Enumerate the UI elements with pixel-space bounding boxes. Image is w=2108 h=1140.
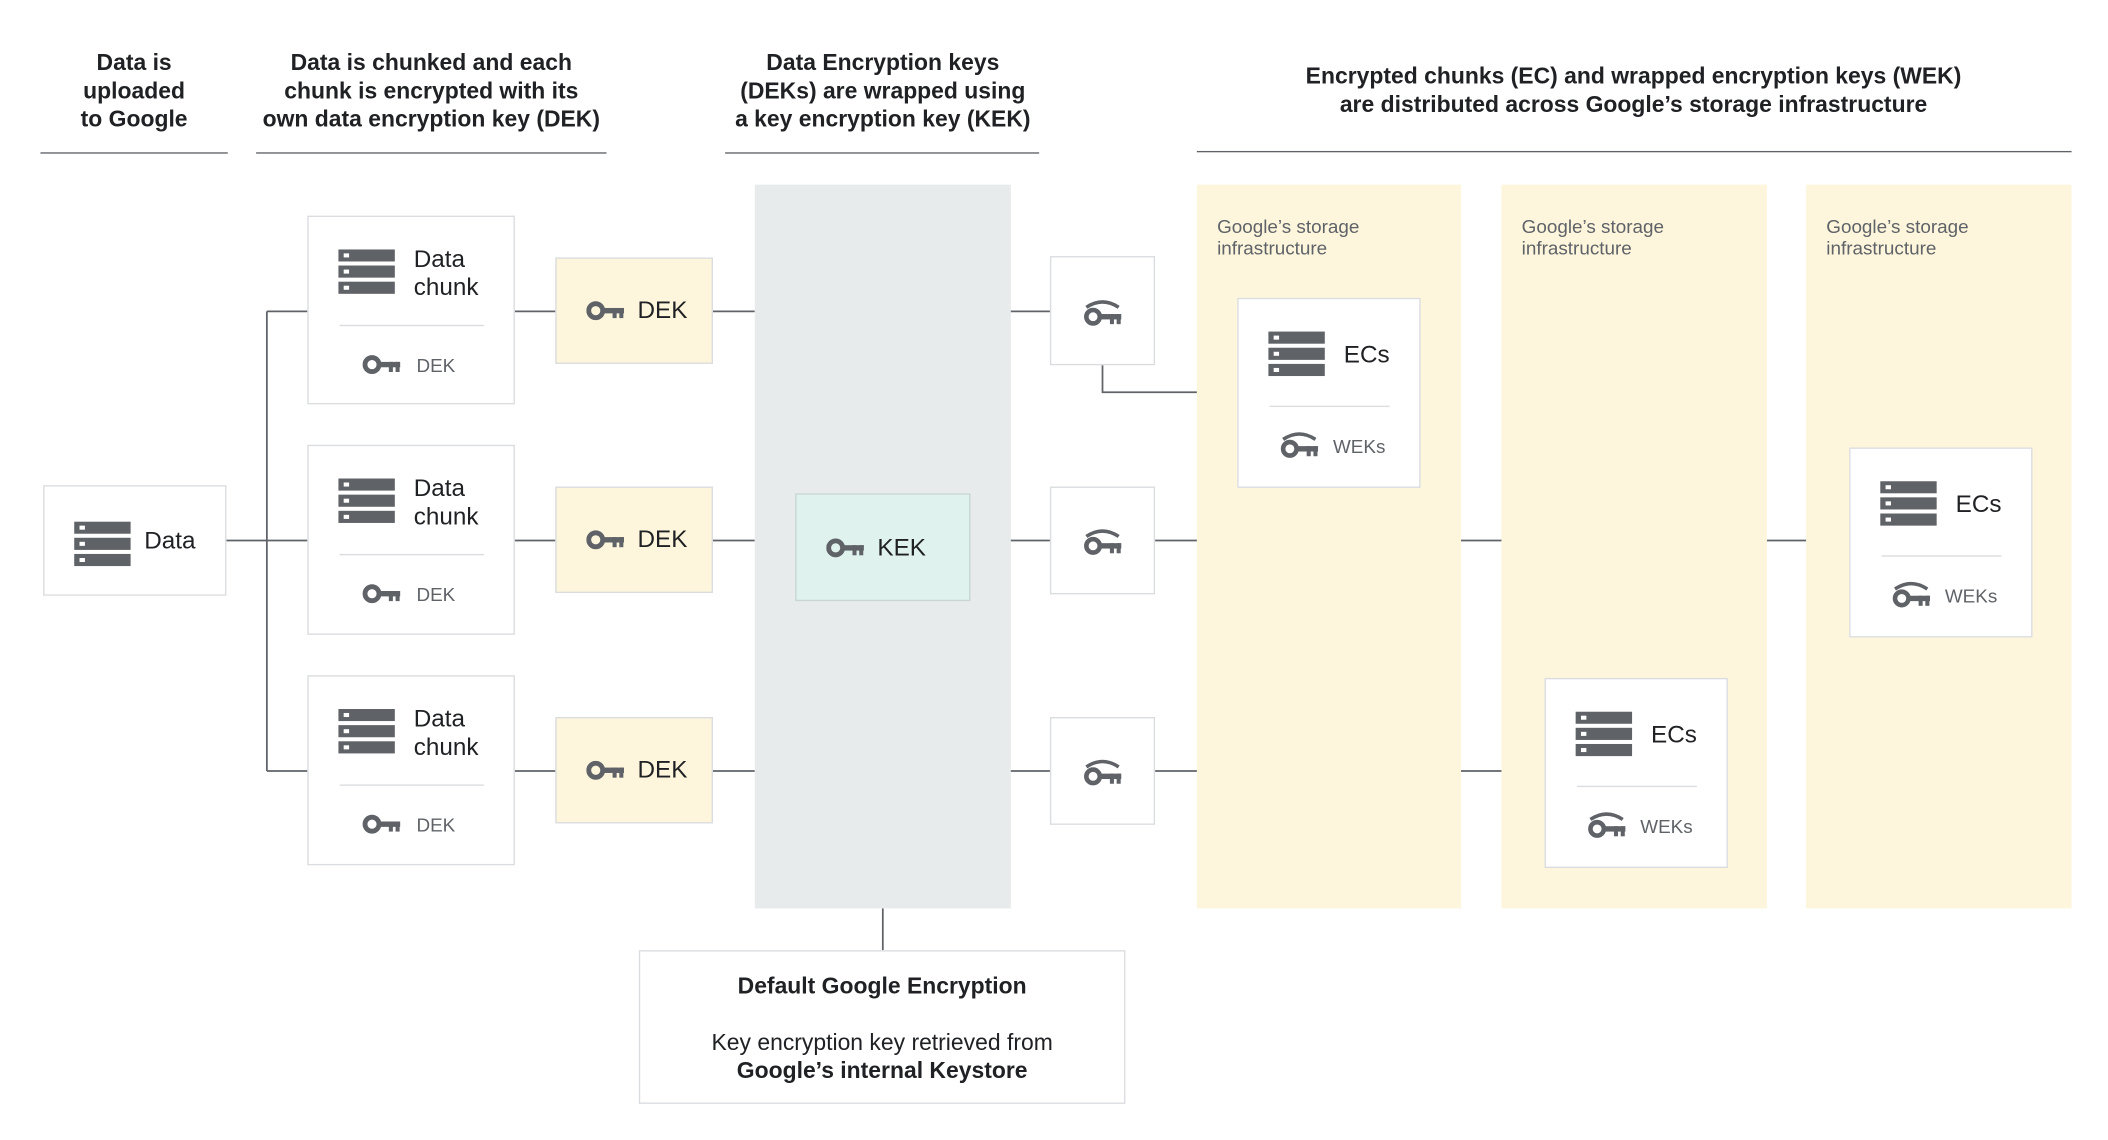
key-icon (586, 760, 625, 780)
key-icon (586, 530, 625, 550)
ec-key-label: WEKs (1944, 584, 1998, 607)
header-chunked: Data is chunked and each chunk is encryp… (262, 49, 600, 133)
key-icon (362, 354, 401, 375)
header-chunked-rule (256, 152, 607, 154)
ec-box-2: ECs WEKs (1849, 447, 2033, 638)
ec-label: ECs (1651, 721, 1697, 749)
default-encryption-title: Default Google Encryption (737, 973, 1027, 999)
ec-divider (1269, 405, 1390, 408)
wek1-to-ec1-arrow (1101, 363, 1237, 400)
chunk-divider (339, 324, 484, 327)
chunk-label: Data chunk (413, 245, 479, 301)
chunk-box-3: Data chunk DEK (307, 675, 515, 866)
key-icon (362, 814, 401, 834)
header-upload: Data is uploaded to Google (80, 49, 188, 133)
database-icon (74, 521, 131, 568)
default-encryption-line2: Google’s internal Keystore (736, 1058, 1028, 1084)
wrapped-key-box-3 (1049, 717, 1156, 825)
ec-label: ECs (1343, 340, 1390, 368)
database-icon (1575, 711, 1633, 758)
storage-column-label: Google’s storage infrastructure (1217, 215, 1360, 259)
database-icon (1268, 331, 1325, 378)
data-box: Data (43, 485, 227, 596)
database-icon (338, 478, 395, 524)
dek-label: DEK (637, 756, 688, 784)
chunk-key-label: DEK (416, 583, 456, 606)
wrapped-key-icon (1084, 298, 1122, 328)
ec-key-label: WEKs (1640, 815, 1693, 837)
storage-column-label: Google’s storage infrastructure (1826, 215, 1969, 259)
wrapped-key-box-1 (1049, 256, 1156, 366)
dek-box-2: DEK (555, 486, 713, 594)
chunk-box-1: Data chunk DEK (307, 215, 515, 405)
wrapped-key-box-2 (1049, 486, 1156, 595)
chunk-key-label: DEK (416, 814, 456, 836)
kek-box: KEK (795, 493, 971, 602)
chunk-label: Data chunk (413, 474, 479, 530)
ec-key-label: WEKs (1332, 435, 1386, 457)
ec-divider (1881, 555, 2002, 557)
default-encryption-box: Default Google Encryption Key encryption… (638, 950, 1126, 1104)
wrapped-key-icon (1892, 580, 1931, 610)
header-wrapped-rule (725, 152, 1040, 154)
dek-box-1: DEK (555, 257, 713, 364)
header-wrapped: Data Encryption keys (DEKs) are wrapped … (735, 49, 1031, 133)
wrapped-key-icon (1084, 757, 1122, 787)
key-icon (362, 584, 401, 604)
chunk-divider (339, 784, 484, 786)
dek-label: DEK (637, 296, 688, 324)
chunk-box-2: Data chunk DEK (307, 444, 515, 635)
default-encryption-line1: Key encryption key retrieved from (711, 1029, 1053, 1056)
storage-column-1: Google’s storage infrastructure (1196, 184, 1462, 909)
database-icon (338, 708, 395, 755)
key-icon (586, 301, 625, 321)
header-upload-rule (40, 152, 228, 154)
ec-label: ECs (1955, 490, 2002, 518)
database-icon (1880, 481, 1937, 527)
kek-label: KEK (877, 533, 926, 561)
chunk-key-label: DEK (416, 354, 456, 377)
wrapped-key-icon (1588, 810, 1626, 840)
chunk-label: Data chunk (413, 704, 479, 761)
storage-column-label: Google’s storage infrastructure (1521, 215, 1664, 259)
header-distributed: Encrypted chunks (EC) and wrapped encryp… (1305, 63, 1962, 118)
ec-box-1: ECs WEKs (1237, 297, 1421, 488)
chunk-divider (339, 553, 484, 556)
dek-box-3: DEK (555, 717, 713, 824)
header-distributed-rule (1196, 150, 2072, 153)
database-icon (338, 249, 395, 295)
wrapped-key-icon (1084, 527, 1122, 557)
data-label: Data (144, 526, 196, 554)
ec-box-3: ECs WEKs (1544, 677, 1728, 868)
dek-label: DEK (637, 525, 688, 553)
key-icon (826, 538, 864, 558)
wrapped-key-icon (1280, 430, 1319, 460)
ec-divider (1576, 785, 1697, 788)
